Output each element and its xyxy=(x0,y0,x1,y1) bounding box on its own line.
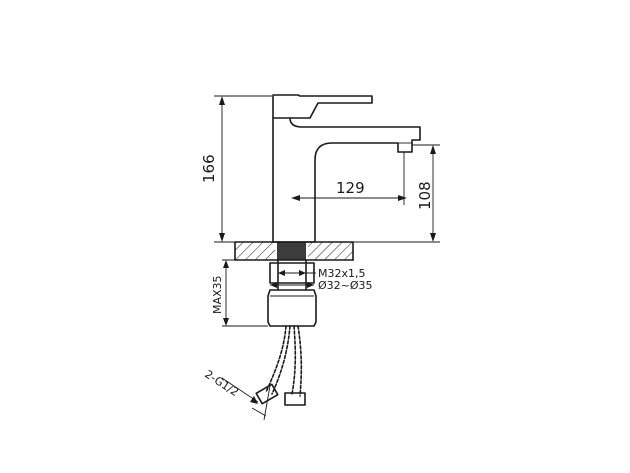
hole-range-label: Ø32~Ø35 xyxy=(318,279,373,292)
dimension-108: 108 xyxy=(353,144,440,243)
dimension-max35: MAX35 xyxy=(211,259,270,327)
supply-hoses xyxy=(255,325,306,406)
mounting-shank xyxy=(267,259,317,327)
dimension-thread: M32x1,5 xyxy=(278,267,366,280)
dimension-hole: Ø32~Ø35 xyxy=(270,279,373,292)
spout-108-label: 108 xyxy=(416,181,434,210)
height-166-label: 166 xyxy=(200,154,218,183)
max35-label: MAX35 xyxy=(211,275,224,314)
reach-129-label: 129 xyxy=(336,179,365,197)
countertop xyxy=(234,241,354,261)
hose-connection-label: 2-G1/2 xyxy=(202,368,241,399)
faucet-body xyxy=(272,94,421,243)
thread-label: M32x1,5 xyxy=(318,267,366,280)
dimension-129: 129 xyxy=(291,152,407,205)
dimension-g12: 2-G1/2 xyxy=(202,368,271,421)
dimension-166: 166 xyxy=(200,95,272,243)
